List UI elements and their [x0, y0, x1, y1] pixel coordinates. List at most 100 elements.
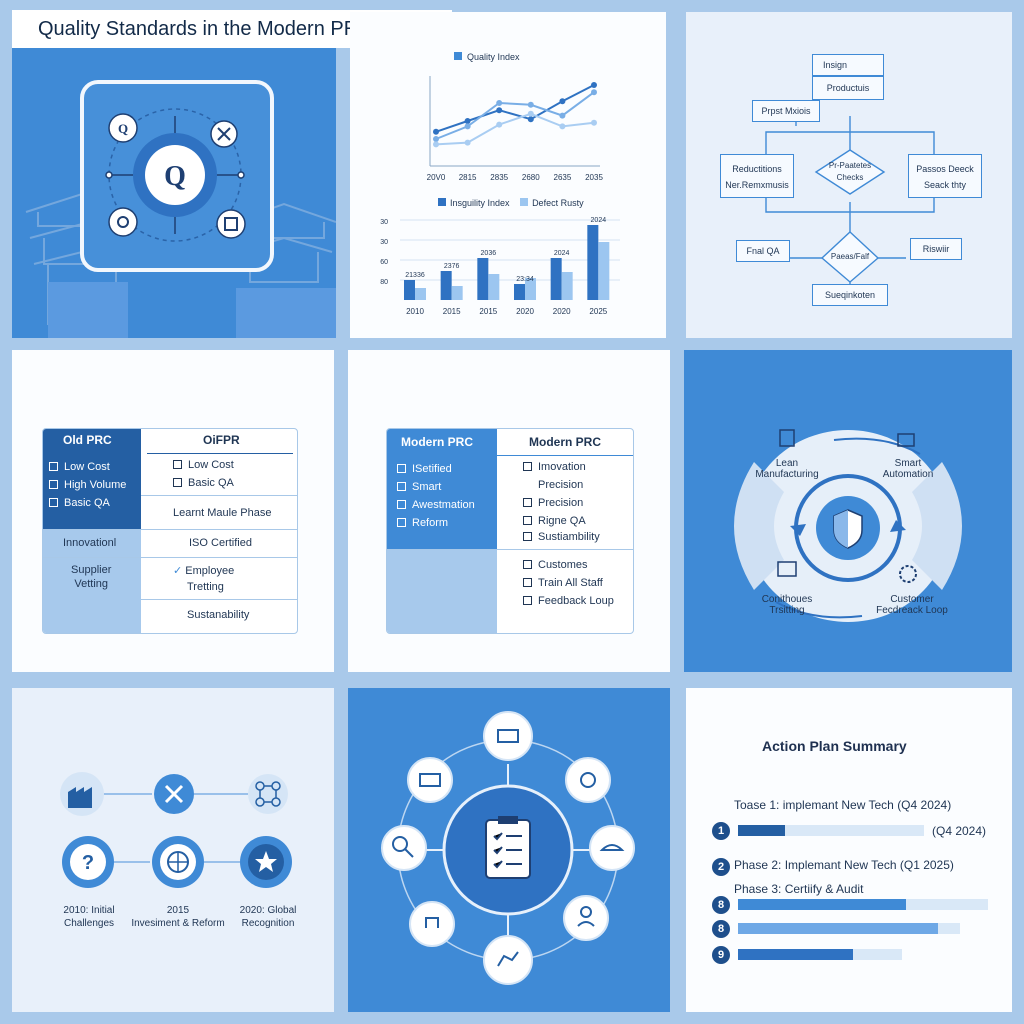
modern-prc-table: Modern PRC Modern PRC ISetified Smart Aw…	[386, 428, 634, 634]
line-point	[559, 123, 566, 130]
right-item: Low Cost	[173, 459, 234, 471]
modern-left-col-band	[387, 549, 497, 633]
step-badge: 1	[712, 822, 730, 840]
x-tick-label: 2025	[589, 307, 607, 316]
line-point	[433, 136, 439, 142]
checkbox	[397, 482, 406, 491]
line-point	[433, 128, 439, 135]
data-label: 21336	[405, 272, 425, 279]
line-legend: Quality Index	[454, 52, 520, 62]
line-point	[527, 110, 534, 117]
modern-right-item: Precision	[538, 479, 584, 491]
progress-track	[738, 899, 988, 910]
line-point	[591, 119, 597, 126]
bar	[525, 278, 536, 300]
old-left-col	[43, 429, 141, 529]
tile-modern-prc: Modern PRC Modern PRC ISetified Smart Aw…	[348, 350, 670, 672]
legend-swatch-icon	[520, 198, 529, 206]
phase3-title: Phase 3: Certiify & Audit	[734, 882, 864, 896]
flow-passos-label: Passos Deeck	[916, 164, 974, 174]
x-tick-label: 2815	[459, 173, 477, 182]
line-point	[559, 98, 566, 105]
bar	[561, 272, 573, 300]
phase1-title: Toase 1: implemant New Tech (Q4 2024)	[734, 798, 952, 812]
progress-track	[738, 923, 960, 934]
phase-label: Learnt Maule Phase	[173, 507, 272, 519]
checkbox	[49, 462, 58, 471]
svg-text:Q: Q	[118, 121, 128, 136]
progress-fill	[738, 923, 938, 934]
bar	[587, 225, 599, 300]
checkbox	[397, 500, 406, 509]
y-tick-label: 30	[380, 219, 388, 226]
modern-right-item: Train All Staff	[523, 577, 603, 589]
y-tick-label: 80	[380, 279, 388, 286]
hub-graphic	[381, 711, 635, 985]
tile-flowchart: Insign Productuis Prpst Mxiois Reductiti…	[686, 12, 1012, 338]
phase2-title: Phase 2: Implemant New Tech (Q1 2025)	[734, 858, 954, 872]
modern-right-item: Precision	[523, 497, 583, 509]
sust-label: Sustanability	[187, 609, 250, 621]
step-badge: 8	[712, 920, 730, 938]
bar	[415, 288, 426, 300]
pagoda-skyline	[25, 192, 336, 338]
checkbox	[49, 480, 58, 489]
line-point	[527, 116, 534, 123]
x-tick-label: 2020	[516, 307, 534, 316]
modern-right-item: Sustiambility	[523, 531, 600, 543]
line-point	[464, 139, 471, 146]
checkbox	[523, 516, 532, 525]
flow-passfail: Paeas/Falf	[830, 252, 870, 261]
line-point	[464, 123, 471, 130]
line-point	[464, 118, 471, 124]
line-point	[496, 107, 503, 114]
x-tick-label: 2015	[479, 307, 497, 316]
checkbox	[173, 460, 182, 469]
flow-reswire: Riswiir	[910, 238, 962, 260]
bar	[451, 286, 463, 300]
progress-fill	[738, 899, 906, 910]
data-label: 2036	[481, 250, 497, 257]
x-tick-label: 2835	[490, 173, 508, 182]
checkbox	[49, 498, 58, 507]
x-tick-label: 2010	[406, 307, 424, 316]
y-tick-label: 60	[380, 259, 388, 266]
svg-text:Q: Q	[164, 161, 186, 192]
x-tick-label: 20V0	[427, 173, 446, 182]
modern-left-item: Reform	[397, 517, 448, 529]
modern-right-item: Imovation	[523, 461, 586, 473]
data-label: 23:34	[516, 276, 534, 283]
old-item: Basic QA	[49, 497, 110, 509]
tile-hub	[348, 688, 670, 1012]
flow-final-qa: Fnal QA	[736, 240, 790, 262]
checkbox	[523, 578, 532, 587]
data-label: 2376	[444, 263, 460, 270]
check-icon: ✓	[173, 565, 186, 577]
bar	[550, 258, 562, 300]
progress-fill	[738, 949, 853, 960]
step-badge: 9	[712, 946, 730, 964]
innovation-label: Innovationl	[63, 537, 117, 549]
line-point	[591, 89, 597, 96]
bar-chart: 30306080213362010237620152036201523:3420…	[380, 217, 620, 316]
modern-right-item: Feedback Loup	[523, 595, 614, 607]
legend-swatch-icon	[454, 52, 462, 60]
bar	[404, 280, 415, 300]
data-label: 2024	[554, 250, 570, 257]
right-item: Basic QA	[173, 477, 234, 489]
checkbox	[523, 498, 532, 507]
flow-seack-label: Seack thty	[923, 180, 967, 190]
iso-label: ISO Certified	[189, 537, 252, 549]
line-series	[435, 91, 595, 140]
